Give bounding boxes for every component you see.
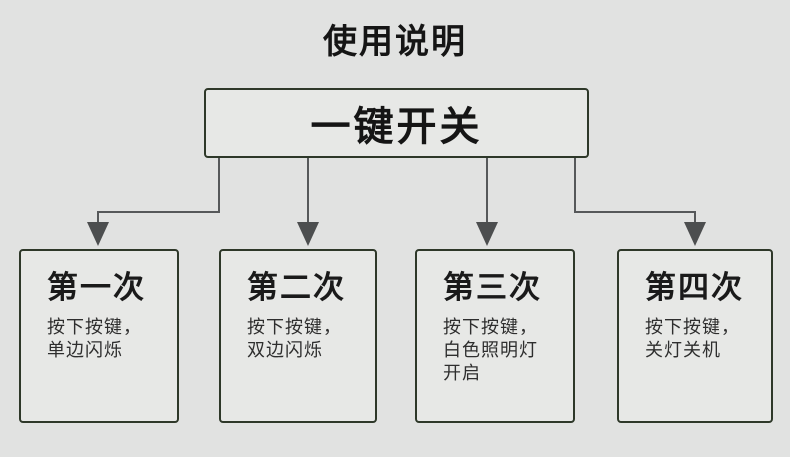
connector-line-1 [97, 158, 220, 224]
step-desc-line: 按下按键， [443, 317, 538, 338]
step-description: 按下按键， 关灯关机 [645, 316, 761, 362]
step-desc-line: 双边闪烁 [247, 340, 323, 361]
step-description: 按下按键， 单边闪烁 [47, 316, 167, 362]
arrow-down-icon [297, 222, 319, 246]
step-title: 第一次 [47, 270, 146, 306]
step-card-4: 第四次 按下按键， 关灯关机 [617, 249, 773, 423]
step-title: 第三次 [443, 270, 542, 306]
step-desc-line: 按下按键， [247, 317, 342, 338]
arrow-down-icon [684, 222, 706, 246]
step-desc-line: 单边闪烁 [47, 340, 123, 361]
arrow-down-icon [476, 222, 498, 246]
step-desc-line: 开启 [443, 363, 481, 384]
step-description: 按下按键， 双边闪烁 [247, 316, 365, 362]
step-desc-line: 白色照明灯 [443, 340, 538, 361]
step-desc-line: 按下按键， [47, 317, 142, 338]
connector-line-4 [574, 158, 696, 224]
step-card-2: 第二次 按下按键， 双边闪烁 [219, 249, 377, 423]
step-title: 第二次 [247, 270, 346, 306]
step-desc-line: 关灯关机 [645, 340, 721, 361]
step-desc-line: 按下按键， [645, 317, 740, 338]
arrow-down-icon [87, 222, 109, 246]
step-description: 按下按键， 白色照明灯 开启 [443, 316, 563, 385]
page-title: 使用说明 [323, 22, 467, 62]
step-card-3: 第三次 按下按键， 白色照明灯 开启 [415, 249, 575, 423]
flow-root-box: 一键开关 [204, 88, 589, 158]
flow-root-label: 一键开关 [310, 104, 483, 150]
step-title: 第四次 [645, 270, 744, 306]
step-card-1: 第一次 按下按键， 单边闪烁 [19, 249, 179, 423]
